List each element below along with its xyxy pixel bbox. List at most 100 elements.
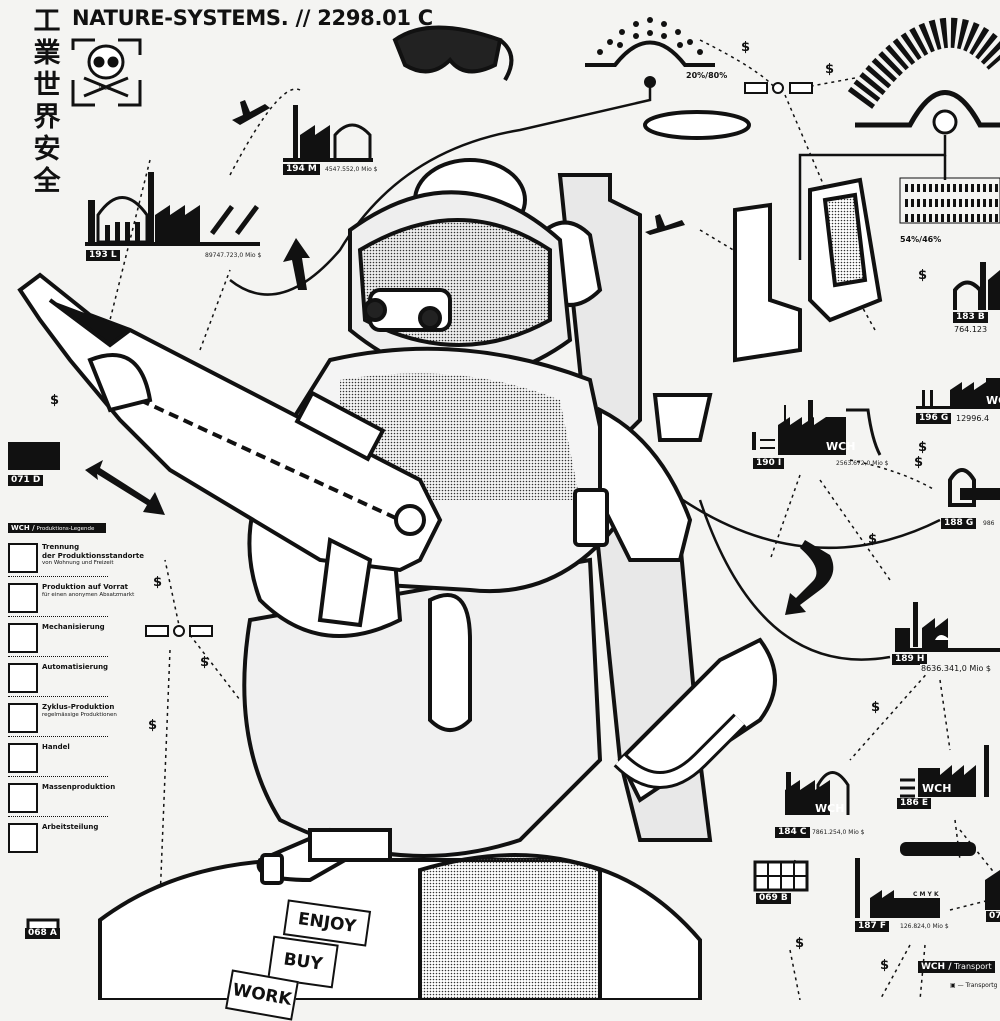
dollar-icon: $ [871, 700, 881, 715]
station-tag: 186 E [897, 798, 932, 809]
transport-title: Transport [954, 962, 992, 971]
divider [8, 576, 108, 577]
dollar-icon: $ [918, 268, 928, 283]
dollar-icon: $ [795, 936, 805, 951]
ink-label: C M Y K [913, 891, 939, 898]
station-value: 8636.341,0 Mio $ [920, 664, 992, 673]
legend-item: Arbeitsteilung [8, 823, 138, 859]
kanji-char: 安 [33, 134, 61, 165]
dollar-icon: $ [914, 455, 924, 470]
legend-item-title-2: der Produktionsstandorte [42, 551, 144, 560]
station-value: 12996.4 [955, 414, 991, 423]
dollar-icon: $ [200, 655, 210, 670]
stock-grid-icon [8, 583, 38, 613]
station-tag: 070 [986, 911, 1000, 922]
legend-header: WCH / Produktions-Legende [8, 523, 106, 533]
disc-icon [643, 110, 751, 140]
poster-title: NATURE-SYSTEMS. // 2298.01 C [72, 6, 433, 30]
legend-item-title: Arbeitsteilung [42, 823, 99, 831]
kanji-char: 業 [33, 38, 61, 69]
kanji-title: 工 業 世 界 安 全 [30, 6, 64, 198]
legend-item: Handel [8, 743, 138, 779]
legend-item: Automatisierung [8, 663, 138, 699]
legend-item: Massenproduktion [8, 783, 138, 819]
station-tag: 196 G [916, 413, 952, 424]
transport-brand: WCH / [921, 962, 952, 972]
kanji-char: 世 [33, 70, 61, 101]
dollar-icon: $ [868, 532, 878, 547]
illustration [8, 17, 1000, 1000]
station-tag: 189 H [892, 654, 928, 665]
brand-label: WCH [815, 802, 845, 815]
transport-item-label: Transportg [965, 982, 998, 989]
factory-arrow-icon [8, 543, 38, 573]
legend-title: Produktions-Legende [36, 526, 95, 532]
trade-arrows-icon [8, 743, 38, 773]
dollar-icon: $ [825, 62, 835, 77]
divider [8, 696, 108, 697]
legend-item-title: Produktion auf Vorrat [42, 583, 129, 591]
radio-device-icon [733, 177, 883, 363]
kanji-char: 全 [33, 166, 61, 197]
station-value: 4547.552,0 Mio $ [325, 166, 378, 173]
station-value: 2563.672,0 Mio $ [836, 460, 889, 467]
station-tag: 183 B [953, 312, 988, 323]
station-tag: 193 L [86, 250, 120, 261]
dollar-icon: $ [50, 393, 60, 408]
gears-icon [8, 623, 38, 653]
skull-icon [71, 38, 142, 107]
dollar-icon: $ [148, 718, 158, 733]
station-tag: 187 F [855, 921, 890, 932]
divider [8, 776, 108, 777]
divider [8, 656, 108, 657]
station-tag: 194 M [283, 164, 320, 175]
station-tag: 071 D [8, 475, 44, 486]
skull-badge-text: WCH [99, 86, 112, 92]
kanji-char: 界 [33, 102, 61, 133]
dollar-icon: $ [918, 440, 928, 455]
dollar-icon: $ [880, 958, 890, 973]
station-tag: 069 B [756, 893, 791, 904]
industrial-icons [8, 262, 1000, 937]
goggles-icon [392, 25, 514, 82]
satellite-icon [145, 82, 813, 637]
ratio-right: 54%/46% [900, 235, 942, 244]
legend-item: Produktion auf Vorrat für einen anonymen… [8, 583, 138, 619]
transport-legend-header: WCH / Transport [918, 961, 995, 973]
rifle-icon [17, 272, 443, 628]
dollar-icon: $ [741, 40, 751, 55]
legend-item: Mechanisierung [8, 623, 138, 659]
ratio-left: 20%/80% [686, 71, 728, 80]
legend-item-title: Handel [42, 743, 70, 751]
legend-item-title: Automatisierung [42, 663, 109, 671]
brand-label: WCH [922, 782, 952, 795]
station-tag: 184 C [775, 827, 810, 838]
kanji-char: 工 [33, 6, 61, 37]
legend-item-sub: regelmässige Produktionen [42, 712, 117, 718]
weapons-factory-icon [85, 172, 260, 246]
brand-label: WCH [986, 394, 1000, 407]
legend-item-sub: für einen anonymen Absatzmarkt [42, 592, 135, 598]
station-tag: 190 I [753, 458, 785, 469]
workers-icon [8, 823, 38, 853]
legend-item-title-1: Trennung [42, 543, 80, 551]
station-value: 7861.254,0 Mio $ [812, 829, 865, 836]
arrow-icons [85, 238, 834, 615]
divider [8, 816, 108, 817]
brand-label: WCH [826, 440, 856, 453]
factory-icon [283, 105, 373, 162]
legend-item-title: Mechanisierung [42, 623, 105, 631]
mass-production-icon [8, 783, 38, 813]
station-tag: 188 G [941, 518, 977, 529]
legend-brand: WCH / [11, 524, 35, 532]
station-value: 89747.723,0 Mio $ [205, 252, 262, 259]
legend-item: Zyklus-Produktion regelmässige Produktio… [8, 703, 138, 739]
parliament-right-icon [847, 17, 1000, 224]
divider [8, 736, 108, 737]
loop-arrow-icon [8, 663, 38, 693]
divider [8, 616, 108, 617]
station-value: 764.123 [953, 325, 989, 334]
station-tag: 068 A [25, 928, 60, 939]
